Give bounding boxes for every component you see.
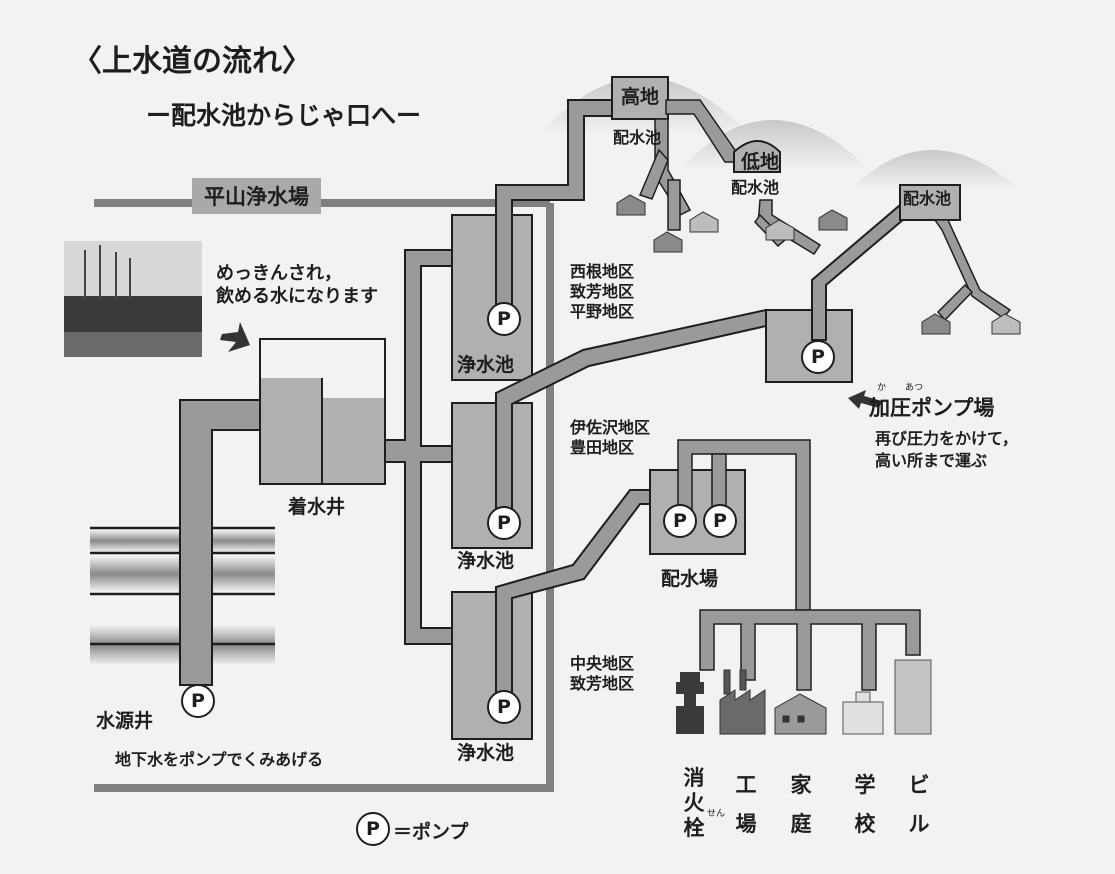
booster-desc: 再び圧力をかけて， 高い所まで運ぶ — [875, 429, 1018, 470]
booster-ruby-2: あつ — [905, 383, 924, 393]
right-reservoir — [899, 184, 961, 221]
building-icon — [894, 659, 932, 735]
destination-building: ビル — [908, 773, 930, 836]
pond-manifold — [384, 249, 453, 645]
low-reservoir — [733, 140, 781, 173]
pump-icon: P — [487, 690, 521, 724]
arrow-pointer-icon — [848, 390, 882, 409]
receiving-well-label: 着水井 — [288, 496, 346, 518]
high-reservoir-branches — [638, 99, 736, 231]
pump-icon: P — [181, 684, 215, 718]
district-group-3: 中央地区 致芳地区 — [570, 654, 635, 693]
school-icon — [842, 691, 884, 735]
pump-icon: P — [487, 302, 521, 336]
arrow-down-icon — [220, 322, 250, 352]
booster-ruby-1: か — [877, 383, 887, 393]
low-reservoir-label-top: 低地 — [741, 151, 780, 173]
pump-icon: P — [703, 504, 737, 538]
photo-caption: めっきんされ， 飲める水になります — [216, 263, 378, 307]
facility-photo — [64, 241, 202, 357]
district-group-1: 西根地区 致芳地区 平野地区 — [570, 262, 635, 321]
source-well-label: 水源井 — [96, 710, 154, 732]
page-title: 〈上水道の流れ〉 — [72, 44, 312, 79]
destination-hydrant: 消火栓 — [683, 766, 705, 840]
pump-icon: P — [487, 506, 521, 540]
booster-title: 加圧ポンプ場 — [869, 396, 995, 420]
purification-pond-label-3: 浄水池 — [457, 742, 515, 764]
legend-label: ＝ポンプ — [393, 821, 469, 843]
right-reservoir-label: 配水池 — [903, 189, 952, 208]
purification-pond-label-1: 浄水池 — [457, 354, 515, 376]
plant-boundary — [94, 199, 554, 792]
hill-right — [850, 150, 1020, 190]
purification-pond-label-2: 浄水池 — [457, 550, 515, 572]
purification-ponds — [451, 214, 533, 740]
high-reservoir-label-top: 高地 — [621, 86, 660, 108]
houses-hills — [616, 194, 1021, 335]
district-group-2: 伊佐沢地区 豊田地区 — [570, 418, 651, 457]
pump-icon: P — [663, 504, 697, 538]
page-subtitle: ー配水池からじゃ口へー — [146, 101, 422, 130]
factory-icon — [719, 669, 766, 735]
destination-hydrant-ruby: せん — [707, 809, 726, 819]
destination-school: 学校 — [854, 773, 876, 836]
destination-branches — [699, 609, 921, 691]
legend-pump-icon: P — [356, 812, 390, 846]
high-reservoir — [611, 76, 669, 120]
pump-icon: P — [801, 340, 835, 374]
receiving-well — [259, 338, 386, 485]
groundwater-label: 地下水をポンプでくみあげる — [115, 750, 324, 769]
high-reservoir-label-bottom: 配水池 — [613, 128, 662, 147]
destination-factory: 工場 — [735, 773, 757, 836]
house-icon — [774, 693, 827, 735]
distribution-station-label: 配水場 — [661, 568, 719, 590]
destination-home: 家庭 — [790, 773, 812, 836]
fire-hydrant-icon — [676, 672, 704, 734]
plant-name-label: 平山浄水場 — [192, 178, 321, 214]
low-reservoir-label-bottom: 配水池 — [731, 178, 780, 197]
pipe-to-high-reservoir — [495, 99, 612, 320]
right-reservoir-branches — [933, 219, 1012, 322]
